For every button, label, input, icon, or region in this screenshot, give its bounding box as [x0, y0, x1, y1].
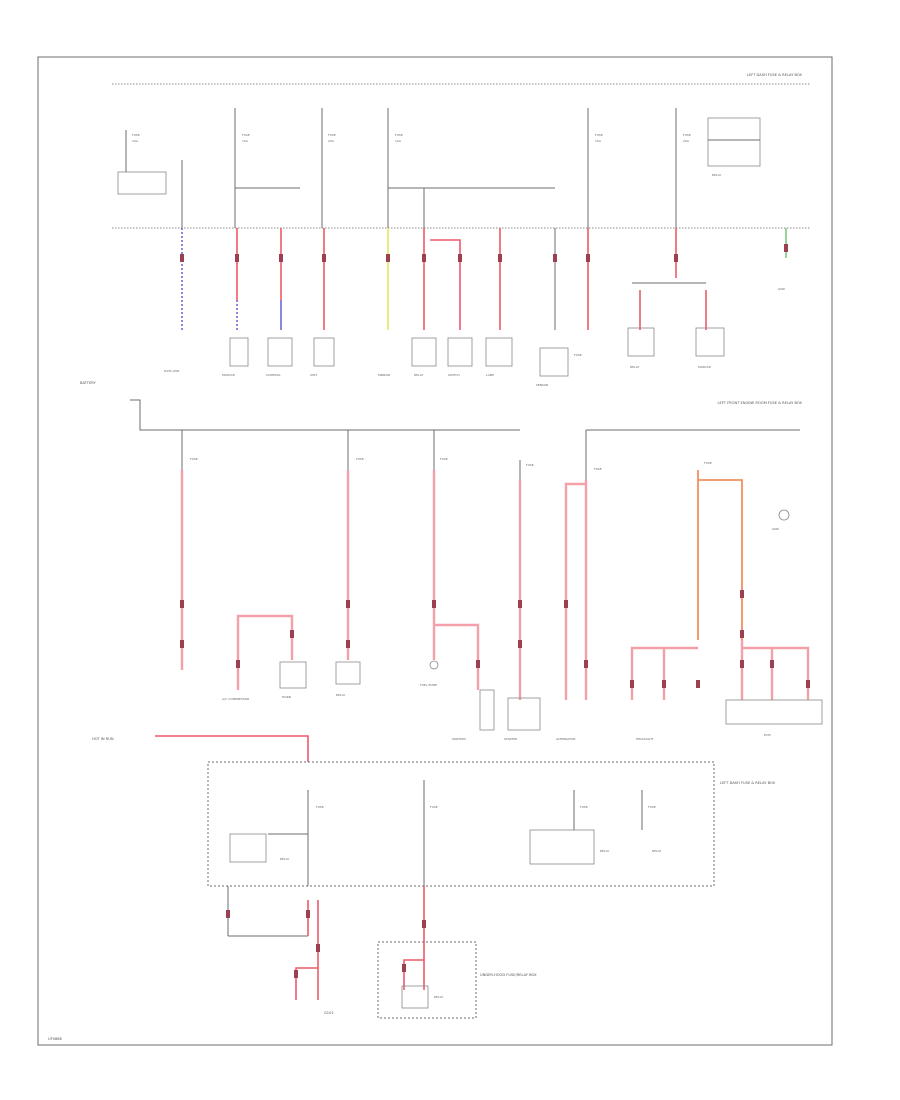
svg-text:HEADLIGHT: HEADLIGHT	[636, 737, 654, 741]
svg-text:FUSE: FUSE	[580, 805, 588, 809]
svg-text:FUSE: FUSE	[132, 133, 140, 137]
svg-text:RELAY: RELAY	[280, 857, 290, 861]
svg-text:CONTROL: CONTROL	[266, 373, 281, 377]
svg-text:DATA LINK: DATA LINK	[164, 369, 180, 373]
svg-text:FUSE: FUSE	[574, 353, 582, 357]
diagram-frame	[37, 56, 833, 1046]
svg-text:FUSE: FUSE	[595, 133, 603, 137]
middle-feeders: A/C COMPRESSOR HORN RELAY FUEL PUMP IGNI…	[180, 430, 823, 741]
svg-text:FUSE: FUSE	[526, 463, 534, 467]
svg-text:GND: GND	[772, 527, 780, 531]
svg-text:MODULE: MODULE	[698, 365, 711, 369]
svg-text:RELAY: RELAY	[652, 849, 662, 853]
svg-text:20A: 20A	[328, 139, 335, 143]
svg-text:FUSE: FUSE	[594, 467, 602, 471]
svg-text:FUSE: FUSE	[356, 457, 364, 461]
svg-text:FUEL PUMP: FUEL PUMP	[420, 683, 437, 687]
svg-text:FUSE: FUSE	[704, 461, 712, 465]
svg-text:FUSE: FUSE	[328, 133, 336, 137]
svg-text:FUSE: FUSE	[440, 457, 448, 461]
svg-text:RELAY: RELAY	[336, 693, 346, 697]
svg-text:LAMP: LAMP	[486, 373, 494, 377]
svg-text:RELAY: RELAY	[600, 849, 610, 853]
middle-bus: BATTERY LEFT FRONT ENGINE ROOM FUSE & RE…	[80, 381, 803, 480]
svg-text:FUSE: FUSE	[648, 805, 656, 809]
label-under-hood-box: UNDER-HOOD FUSE/RELAY BOX	[480, 973, 537, 977]
svg-text:IGNITION: IGNITION	[452, 737, 466, 741]
svg-text:FUSE: FUSE	[683, 133, 691, 137]
svg-text:FUSE: FUSE	[430, 805, 438, 809]
dash-fuse-box-top: LEFT DASH FUSE & RELAY BOX FUSE 10A FUSE…	[112, 73, 810, 229]
svg-text:SWITCH: SWITCH	[448, 373, 460, 377]
component-row-top: DATA LINK MODULE CONTROL UNIT MIRROR REL…	[164, 287, 786, 387]
svg-text:20A: 20A	[683, 139, 690, 143]
svg-text:FUSE: FUSE	[190, 457, 198, 461]
svg-text:FUSE: FUSE	[395, 133, 403, 137]
svg-text:15A: 15A	[595, 139, 602, 143]
svg-text:RELAY: RELAY	[434, 995, 444, 999]
top-bus-wires	[180, 228, 788, 330]
svg-text:RELAY: RELAY	[712, 173, 722, 177]
svg-text:GND: GND	[778, 287, 786, 291]
svg-text:UNIT: UNIT	[310, 373, 317, 377]
svg-text:ECM: ECM	[764, 733, 771, 737]
label-dash-fuse-box-top: LEFT DASH FUSE & RELAY BOX	[747, 73, 803, 77]
svg-text:A/C COMPRESSOR: A/C COMPRESSOR	[222, 697, 249, 701]
svg-text:RELAY: RELAY	[414, 373, 424, 377]
svg-text:10A: 10A	[395, 139, 402, 143]
svg-text:ALTERNATOR: ALTERNATOR	[556, 737, 575, 741]
svg-text:RELAY: RELAY	[630, 365, 640, 369]
svg-text:10A: 10A	[132, 139, 139, 143]
footer-code: UF0886	[48, 1037, 63, 1041]
label-ground: G101	[324, 1011, 334, 1015]
label-battery: BATTERY	[80, 381, 97, 385]
svg-text:STARTER: STARTER	[504, 737, 517, 741]
svg-text:FUSE: FUSE	[242, 133, 250, 137]
label-dash-fuse-box-bottom: LEFT DASH FUSE & RELAY BOX	[720, 781, 776, 785]
label-engine-room-fuse-box: LEFT FRONT ENGINE ROOM FUSE & RELAY BOX	[717, 401, 802, 405]
svg-text:MIRROR: MIRROR	[378, 373, 390, 377]
svg-text:HORN: HORN	[282, 695, 291, 699]
svg-text:10A: 10A	[242, 139, 249, 143]
label-hot-in-run: HOT IN RUN	[92, 737, 114, 741]
svg-text:MODULE: MODULE	[222, 373, 235, 377]
lower-fuse-box: HOT IN RUN LEFT DASH FUSE & RELAY BOX FU…	[92, 735, 776, 1019]
svg-text:SENSOR: SENSOR	[536, 383, 548, 387]
svg-text:FUSE: FUSE	[316, 805, 324, 809]
